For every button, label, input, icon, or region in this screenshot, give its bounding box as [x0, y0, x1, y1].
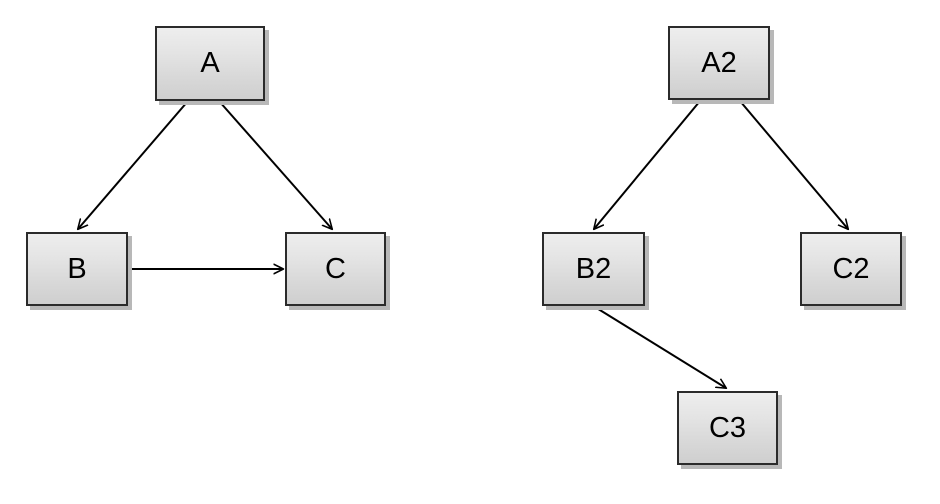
node-label-c3: C3 — [708, 411, 747, 444]
node-label-a: A — [200, 47, 220, 79]
node-label-b: B — [67, 252, 87, 285]
node-a2[interactable]: A2 — [668, 26, 770, 100]
node-c2[interactable]: C2 — [800, 232, 902, 306]
edge-a-to-b — [78, 100, 189, 229]
node-label-c2: C2 — [832, 252, 870, 285]
node-label-c: C — [325, 252, 346, 285]
node-label-b2: B2 — [575, 252, 612, 285]
node-label-a2: A2 — [701, 46, 737, 79]
node-c3[interactable]: C3 — [677, 391, 778, 465]
node-c[interactable]: C — [285, 232, 386, 306]
edge-a-to-c — [218, 100, 332, 229]
edge-b2-to-c3 — [594, 306, 726, 388]
edge-a2-to-c2 — [739, 100, 848, 229]
node-a[interactable]: A — [155, 26, 265, 101]
edge-a2-to-b2 — [594, 100, 701, 229]
edge-paths — [78, 100, 848, 388]
node-b2[interactable]: B2 — [542, 232, 645, 306]
node-b[interactable]: B — [26, 232, 128, 306]
